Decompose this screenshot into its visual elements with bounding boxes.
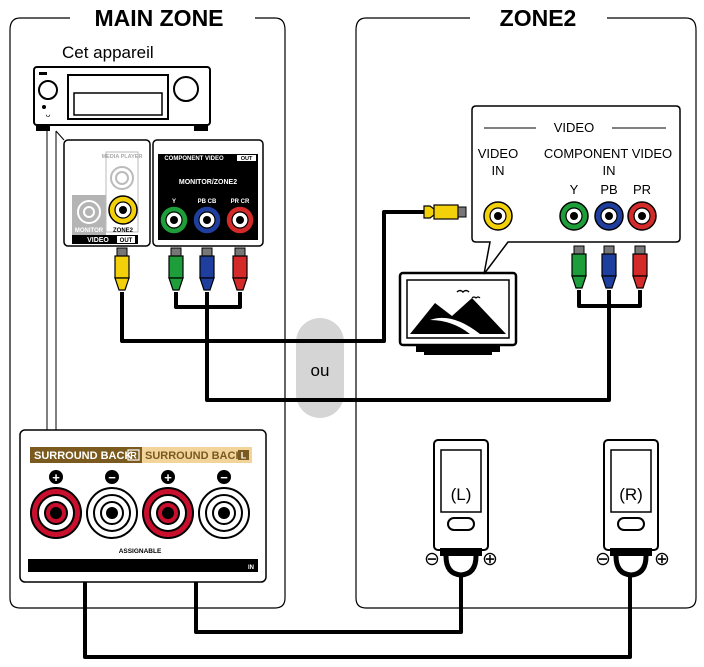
tv-pr-jack[interactable] bbox=[627, 201, 657, 231]
device-label: Cet appareil bbox=[62, 43, 154, 62]
component-out-panel: COMPONENT VIDEO OUT MONITOR/ZONE2 Y PB C… bbox=[152, 139, 264, 247]
or-label: ou bbox=[311, 361, 330, 380]
video-out-jack[interactable] bbox=[108, 195, 138, 225]
tv-input-callout: VIDEO VIDEO IN COMPONENT VIDEO IN Y PB P… bbox=[471, 105, 681, 275]
speaker-terminal-panel: SURROUND BACK R SURROUND BACK L + − + − … bbox=[19, 429, 267, 583]
tv-y-jack[interactable] bbox=[559, 201, 589, 231]
speaker-left-minus: ⊖ bbox=[424, 549, 440, 570]
receiver: ᴗ bbox=[33, 66, 211, 131]
surround-l-minus-terminal[interactable] bbox=[198, 487, 250, 539]
speaker-left: (L) ⊖ ⊕ bbox=[424, 439, 498, 578]
in-fragment-label: IN bbox=[248, 565, 254, 571]
video-out-label: OUT bbox=[120, 238, 133, 244]
main-zone-title: MAIN ZONE bbox=[94, 5, 223, 31]
surround-r-plus-terminal[interactable] bbox=[30, 487, 82, 539]
main-zone-frame: MAIN ZONE bbox=[9, 5, 286, 609]
tv-pb-label: PB bbox=[600, 182, 617, 197]
tv-component-in-label: IN bbox=[603, 163, 616, 178]
speaker-left-label: (L) bbox=[451, 485, 472, 504]
tv-video-group-label: VIDEO bbox=[554, 120, 594, 135]
tv-y-label: Y bbox=[570, 182, 579, 197]
zone2-title: ZONE2 bbox=[500, 5, 577, 31]
speaker-right-plus: ⊕ bbox=[654, 549, 670, 570]
svg-text:ᴗ: ᴗ bbox=[46, 110, 51, 119]
component-video-label: COMPONENT VIDEO bbox=[164, 156, 224, 162]
tv-yellow-plug[interactable] bbox=[423, 204, 467, 220]
assignable-label: ASSIGNABLE bbox=[119, 548, 162, 555]
speaker-left-plus: ⊕ bbox=[482, 549, 498, 570]
surround-back-l-box: L bbox=[241, 451, 247, 461]
minus-marker-2: − bbox=[220, 470, 228, 485]
red-plug-main[interactable] bbox=[232, 247, 248, 291]
yellow-plug[interactable] bbox=[114, 247, 130, 291]
comp-y-label: Y bbox=[172, 199, 176, 205]
surround-back-l-label: SURROUND BACK bbox=[145, 450, 243, 462]
green-plug-tv[interactable] bbox=[571, 245, 587, 289]
monitor-zone2-label: MONITOR/ZONE2 bbox=[179, 179, 237, 186]
plus-marker-1: + bbox=[52, 470, 60, 485]
speaker-right: (R) ⊖ ⊕ bbox=[595, 439, 670, 578]
tv-pb-jack[interactable] bbox=[594, 201, 624, 231]
callout-lines bbox=[46, 130, 65, 430]
speaker-right-label: (R) bbox=[619, 485, 643, 504]
tv-component-label: COMPONENT VIDEO bbox=[544, 146, 672, 161]
monitor-label: MONITOR bbox=[75, 228, 104, 234]
tv-component-plugs bbox=[571, 245, 648, 289]
surround-l-plus-terminal[interactable] bbox=[142, 487, 194, 539]
comp-pr-label: PR CR bbox=[231, 199, 250, 205]
comp-y-jack[interactable] bbox=[159, 205, 189, 235]
comp-pb-label: PB CB bbox=[198, 199, 217, 205]
minus-marker-1: − bbox=[108, 470, 116, 485]
tv bbox=[398, 271, 518, 355]
green-plug-main[interactable] bbox=[168, 247, 184, 291]
surround-r-minus-terminal[interactable] bbox=[86, 487, 138, 539]
media-player-label: MEDIA PLAYER bbox=[102, 154, 143, 160]
tv-video-in-label: IN bbox=[492, 163, 505, 178]
plus-marker-2: + bbox=[164, 470, 172, 485]
red-plug-tv[interactable] bbox=[632, 245, 648, 289]
surround-back-r-label: SURROUND BACK bbox=[34, 450, 132, 462]
tv-pr-label: PR bbox=[633, 182, 651, 197]
surround-back-r-box: R bbox=[130, 451, 137, 461]
zone2-out-label: ZONE2 bbox=[113, 228, 134, 234]
speaker-right-minus: ⊖ bbox=[595, 549, 611, 570]
component-out-label: OUT bbox=[241, 156, 253, 162]
tv-video-label: VIDEO bbox=[478, 146, 518, 161]
zone2-frame: ZONE2 bbox=[355, 5, 697, 609]
plus-minus-markers: + − + − bbox=[49, 470, 231, 485]
comp-pr-jack[interactable] bbox=[225, 205, 255, 235]
comp-pb-jack[interactable] bbox=[192, 205, 222, 235]
receiver-plugs bbox=[114, 247, 248, 291]
video-out-panel: MEDIA PLAYER MONITOR ZONE2 VIDEO OUT bbox=[63, 139, 151, 247]
tv-video-in-jack[interactable] bbox=[483, 201, 513, 231]
video-label: VIDEO bbox=[87, 237, 109, 244]
blue-plug-main[interactable] bbox=[199, 247, 215, 291]
blue-plug-tv[interactable] bbox=[601, 245, 617, 289]
